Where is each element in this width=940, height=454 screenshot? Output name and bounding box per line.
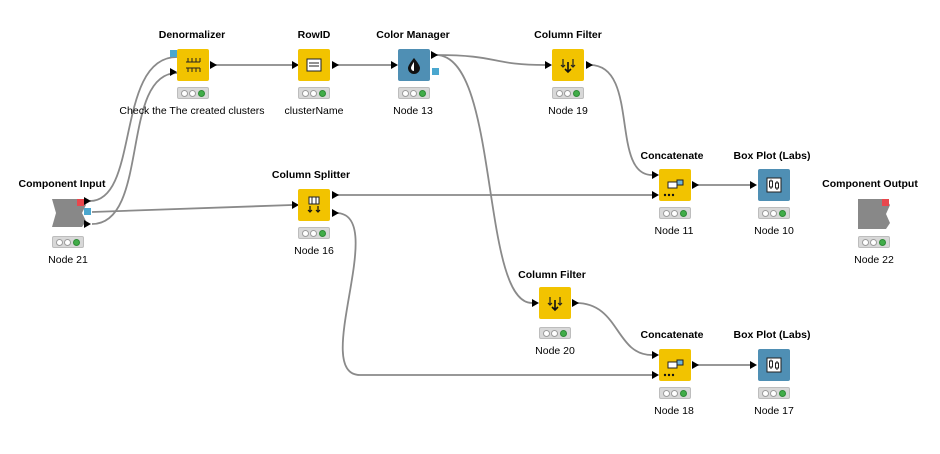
node-title: Component Input xyxy=(18,178,106,190)
node-annotation: Node 11 xyxy=(654,225,694,237)
node-status-lights xyxy=(298,227,330,239)
connection-input-to-splitter[interactable] xyxy=(91,204,293,213)
color-model-output-port[interactable] xyxy=(432,68,439,75)
node-status-lights xyxy=(298,87,330,99)
node-annotation: Node 19 xyxy=(548,105,588,117)
node-annotation: Node 16 xyxy=(294,245,334,257)
rowid-icon xyxy=(298,49,330,81)
output-port[interactable] xyxy=(692,361,699,369)
node-title: Denormalizer xyxy=(158,29,226,41)
input-port[interactable] xyxy=(750,361,757,369)
input-port-1[interactable] xyxy=(652,351,659,359)
input-port-2[interactable] xyxy=(652,191,659,199)
node-annotation: Node 21 xyxy=(48,254,88,266)
output-port[interactable] xyxy=(332,61,339,69)
node-title: Color Manager xyxy=(376,29,450,41)
node-status-lights xyxy=(539,327,571,339)
output-port-top[interactable] xyxy=(332,191,339,199)
connection-input-to-denormalizer-top[interactable] xyxy=(89,56,178,202)
node-title: Concatenate xyxy=(640,329,704,341)
node-annotation: clusterName xyxy=(284,105,344,117)
node-annotation: Node 17 xyxy=(754,405,794,417)
node-status-lights xyxy=(177,87,209,99)
node-title: RowID xyxy=(297,29,331,41)
input-port[interactable] xyxy=(292,61,299,69)
node-annotation: Node 22 xyxy=(854,254,894,266)
node-title: Component Output xyxy=(822,178,918,190)
model-input-port[interactable] xyxy=(170,50,177,57)
node-status-lights xyxy=(758,387,790,399)
column-filter-icon xyxy=(552,49,584,81)
node-annotation: Node 18 xyxy=(654,405,694,417)
component-input-icon xyxy=(52,197,86,229)
node-title: Box Plot (Labs) xyxy=(733,150,811,162)
node-annotation: Node 13 xyxy=(393,105,433,117)
flow-var-output-port[interactable] xyxy=(77,199,84,206)
node-title: Box Plot (Labs) xyxy=(733,329,811,341)
color-drop-icon xyxy=(398,49,430,81)
input-port[interactable] xyxy=(292,201,299,209)
connection-colormanager-to-filter19[interactable] xyxy=(435,54,546,66)
output-port[interactable] xyxy=(210,61,217,69)
node-annotation: Node 10 xyxy=(754,225,794,237)
node-annotation: Node 20 xyxy=(535,345,575,357)
concatenate-icon xyxy=(659,169,691,201)
node-status-lights xyxy=(398,87,430,99)
node-status-lights xyxy=(659,387,691,399)
node-status-lights xyxy=(52,236,84,248)
concatenate-icon xyxy=(659,349,691,381)
connection-filter20-to-concat18[interactable] xyxy=(575,302,653,356)
boxplot-icon xyxy=(758,169,790,201)
input-port-2[interactable] xyxy=(652,371,659,379)
data-input-port[interactable] xyxy=(170,68,177,76)
node-title: Column Splitter xyxy=(271,169,351,181)
node-status-lights xyxy=(758,207,790,219)
boxplot-icon xyxy=(758,349,790,381)
output-port[interactable] xyxy=(572,299,579,307)
input-port[interactable] xyxy=(750,181,757,189)
connection-splitter-to-concat18[interactable] xyxy=(335,212,652,376)
connection-filter19-to-concat11[interactable] xyxy=(589,64,653,176)
node-status-lights xyxy=(552,87,584,99)
connection-colormanager-to-filter20[interactable] xyxy=(435,54,533,304)
input-port[interactable] xyxy=(545,61,552,69)
flow-var-input-port[interactable] xyxy=(882,199,889,206)
model-output-port[interactable] xyxy=(84,208,91,215)
output-port-2[interactable] xyxy=(84,220,91,228)
component-output-icon xyxy=(858,197,890,229)
connection-input-to-denormalizer-bottom[interactable] xyxy=(91,72,178,225)
input-port[interactable] xyxy=(532,299,539,307)
output-port[interactable] xyxy=(692,181,699,189)
output-port-1[interactable] xyxy=(84,197,91,205)
input-port-1[interactable] xyxy=(652,171,659,179)
node-title: Column Filter xyxy=(534,29,602,41)
node-status-lights xyxy=(858,236,890,248)
node-title: Column Filter xyxy=(518,269,586,281)
node-annotation: Check the The created clusters xyxy=(119,105,265,117)
node-title: Concatenate xyxy=(640,150,704,162)
column-filter-icon xyxy=(539,287,571,319)
output-port-bottom[interactable] xyxy=(332,209,339,217)
output-port[interactable] xyxy=(586,61,593,69)
data-output-port[interactable] xyxy=(431,51,438,59)
denormalize-icon xyxy=(177,49,209,81)
node-status-lights xyxy=(659,207,691,219)
column-splitter-icon xyxy=(298,189,330,221)
input-port[interactable] xyxy=(391,61,398,69)
